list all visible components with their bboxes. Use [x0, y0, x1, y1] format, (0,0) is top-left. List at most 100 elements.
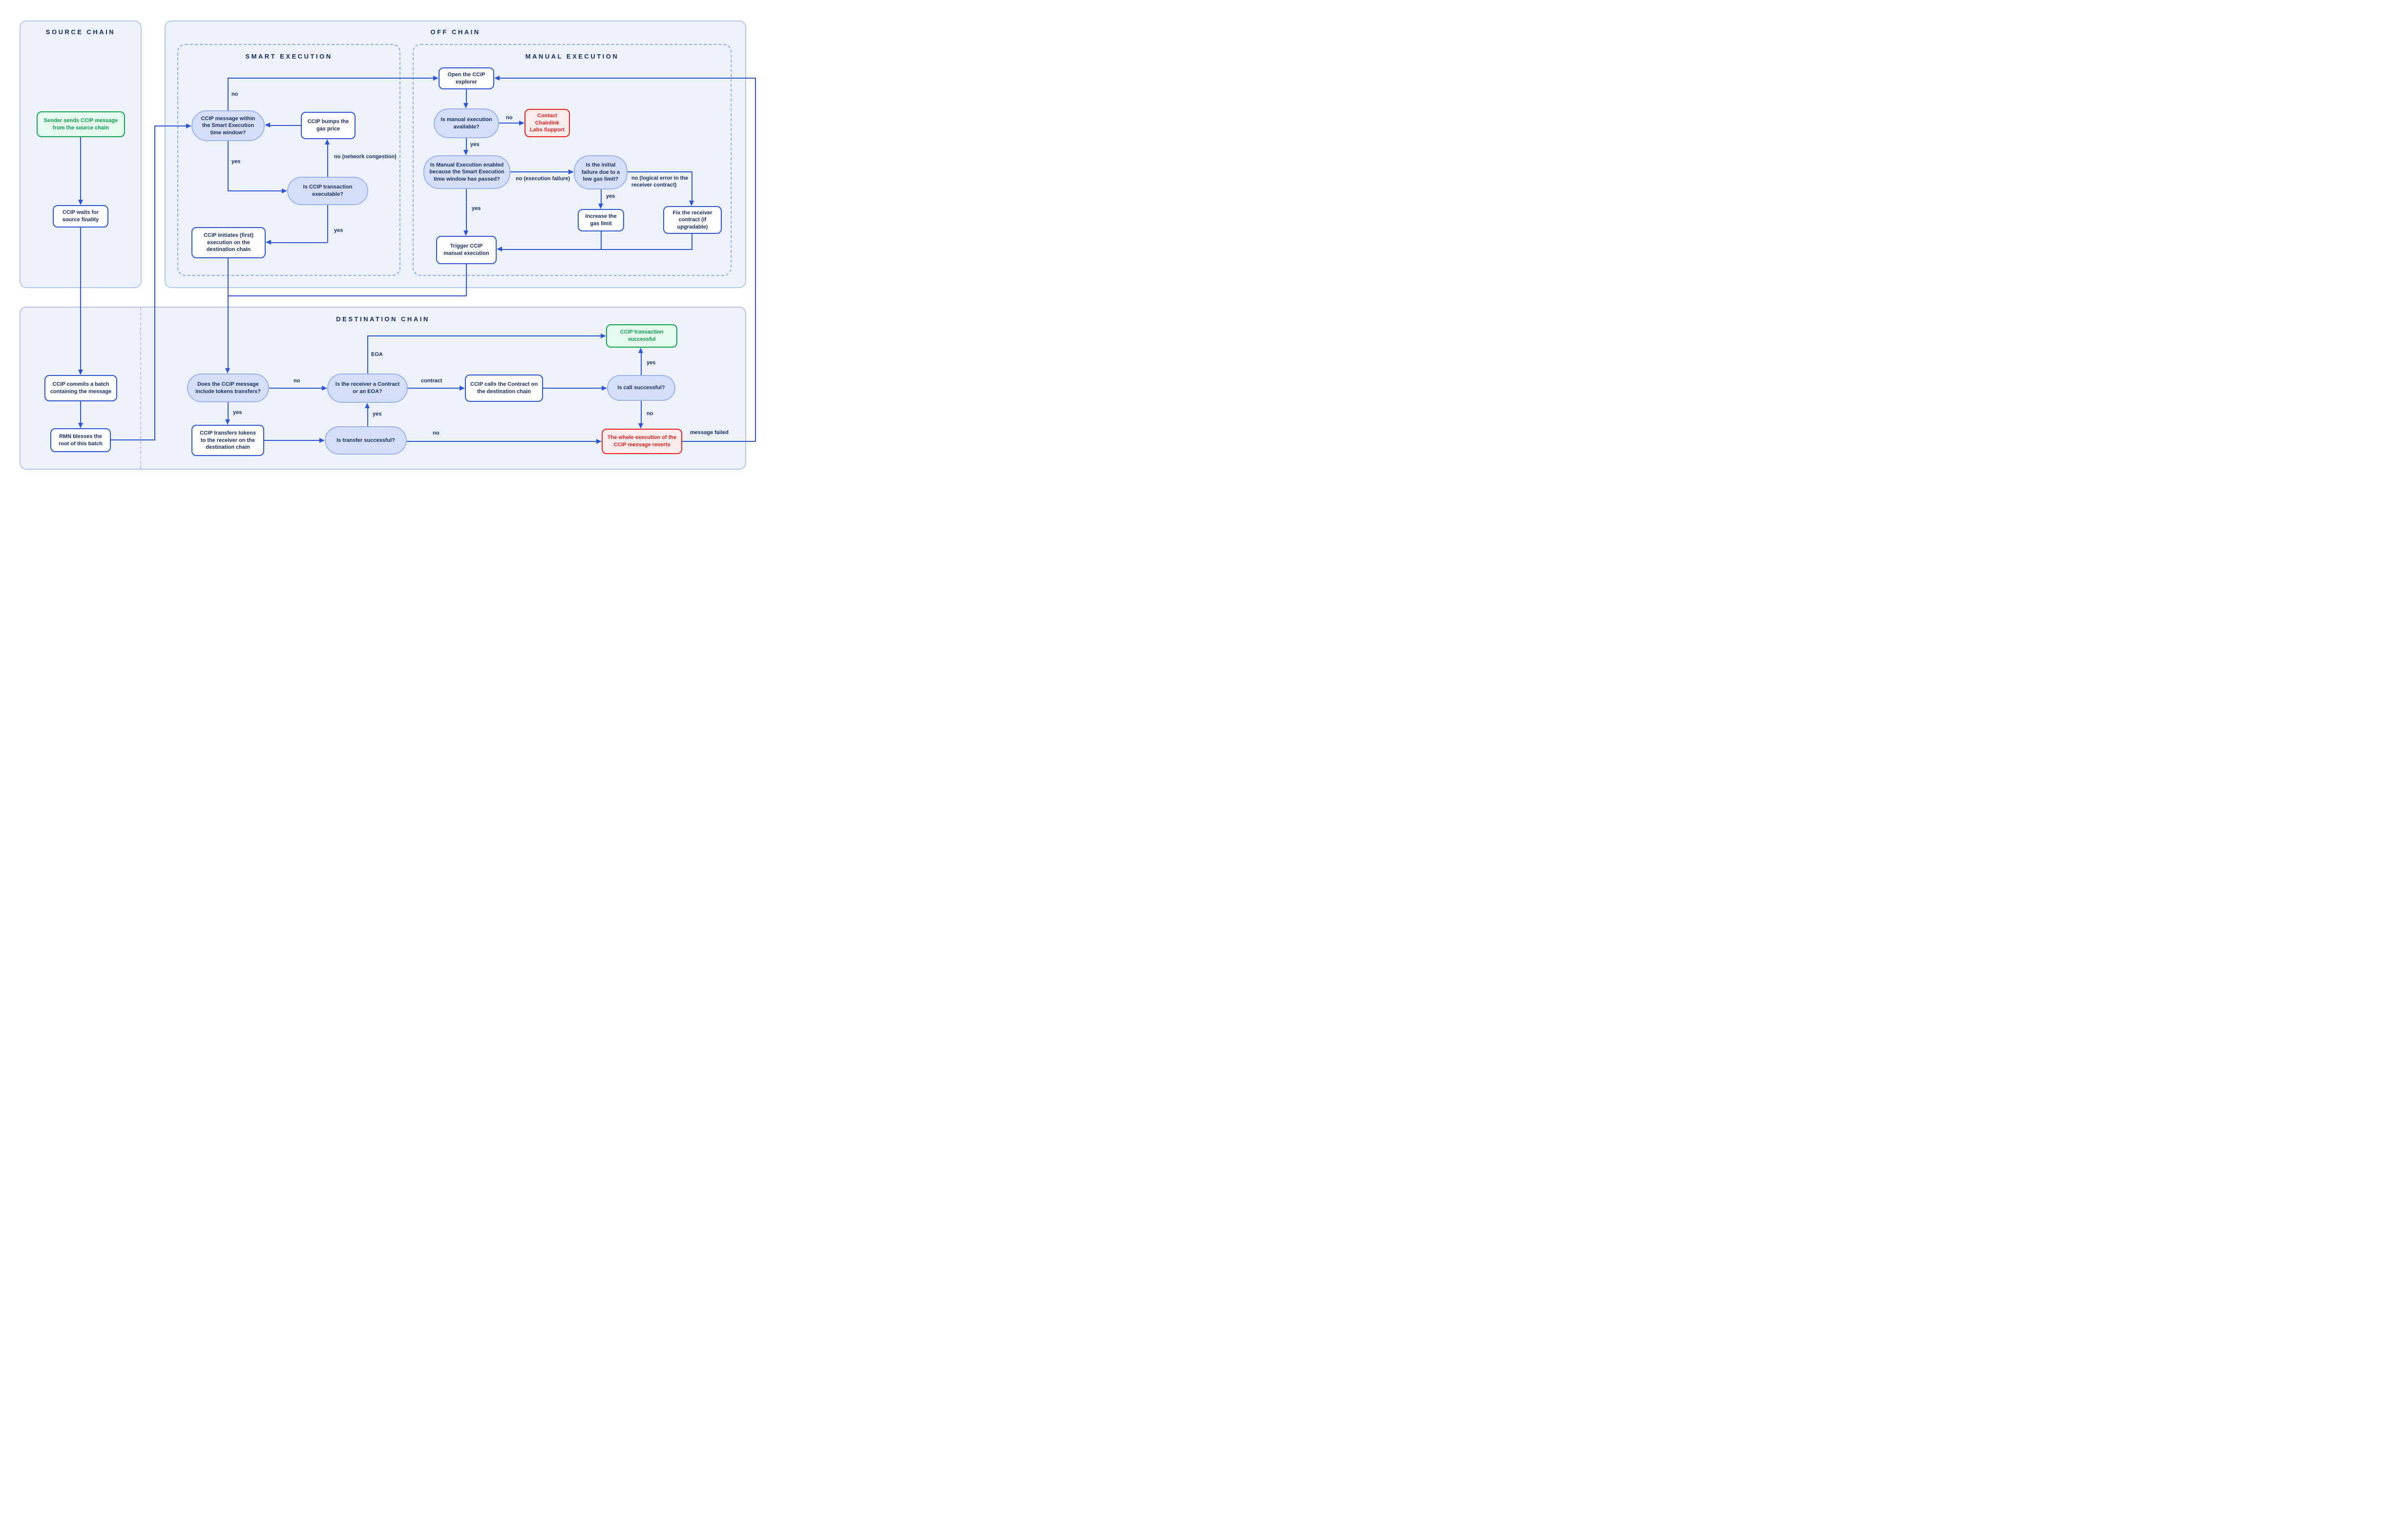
- arrowhead: [319, 438, 325, 443]
- edge-label-available-no: no: [506, 115, 513, 121]
- connector-line: [367, 408, 368, 426]
- connector-line: [154, 125, 186, 126]
- smart-execution-title: SMART EXECUTION: [245, 53, 333, 60]
- connector-line: [327, 205, 328, 243]
- node-trigger-manual-execution: Trigger CCIP manual execution: [436, 236, 497, 264]
- off-chain-title: OFF CHAIN: [430, 28, 481, 36]
- node-rmn-blesses-root: RMN blesses the root of this batch: [50, 428, 111, 452]
- decision-transfer-successful: Is transfer successful?: [325, 426, 407, 455]
- destination-panel-divider: [140, 308, 141, 469]
- node-ccip-bumps-gas-price: CCIP bumps the gas price: [301, 112, 356, 139]
- ccip-execution-flow-diagram: SOURCE CHAIN OFF CHAIN SMART EXECUTION M…: [0, 0, 766, 493]
- arrowhead: [78, 200, 83, 205]
- edge-label-tokens-no: no: [294, 378, 300, 384]
- connector-line: [228, 295, 466, 296]
- decision-low-gas-limit: Is the initial failure due to a low gas …: [574, 155, 628, 189]
- connector-line: [264, 440, 319, 441]
- edge-label-window-yes: yes: [231, 159, 241, 165]
- edge-label-transfer-yes: yes: [373, 411, 382, 417]
- connector-line: [466, 264, 467, 296]
- connector-line: [80, 137, 81, 200]
- node-open-ccip-explorer: Open the CCIP explorer: [439, 67, 494, 89]
- edge-label-execution-failure: no (execution failure): [516, 176, 570, 182]
- node-fix-receiver-contract: Fix the receiver contract (if upgradable…: [663, 206, 722, 234]
- arrowhead: [78, 370, 83, 375]
- arrowhead: [186, 124, 191, 128]
- edge-label-executable-yes: yes: [334, 228, 343, 233]
- arrowhead: [282, 188, 287, 193]
- arrowhead: [433, 76, 439, 81]
- node-sender-sends-message: Sender sends CCIP message from the sourc…: [37, 111, 125, 137]
- connector-line: [543, 388, 602, 389]
- node-execution-reverts: The whole execution of the CCIP message …: [602, 429, 682, 454]
- connector-line: [228, 78, 433, 79]
- arrowhead: [463, 230, 468, 236]
- arrowhead: [78, 423, 83, 428]
- edge-label-available-yes: yes: [470, 142, 480, 147]
- connector-line: [228, 402, 229, 419]
- connector-line: [601, 231, 602, 250]
- connector-line: [154, 125, 155, 440]
- connector-line: [499, 123, 519, 124]
- connector-line: [228, 190, 282, 191]
- connector-line: [111, 439, 155, 440]
- decision-transaction-executable: Is CCIP transaction executable?: [287, 177, 368, 205]
- arrowhead: [596, 439, 602, 444]
- arrowhead: [689, 201, 694, 206]
- decision-receiver-contract-or-eoa: Is the receiver a Contract or an EOA?: [327, 374, 408, 403]
- edge-label-enabled-yes: yes: [472, 206, 481, 211]
- arrowhead: [266, 240, 271, 245]
- connector-line: [228, 258, 229, 368]
- node-ccip-calls-contract: CCIP calls the Contract on the destinati…: [465, 375, 543, 402]
- arrowhead: [460, 386, 465, 391]
- connector-line: [270, 125, 301, 126]
- connector-line: [601, 189, 602, 204]
- arrowhead: [601, 333, 606, 338]
- decision-manual-execution-available: Is manual execution available?: [434, 108, 499, 138]
- connector-line: [367, 336, 368, 374]
- edge-label-eoa: EOA: [371, 352, 383, 357]
- connector-line: [466, 138, 467, 150]
- connector-line: [367, 335, 601, 336]
- arrowhead: [322, 386, 327, 391]
- connector-line: [408, 388, 460, 389]
- connector-line: [269, 388, 322, 389]
- edge-label-logical-error: no (logical error in the receiver contra…: [631, 175, 689, 188]
- arrowhead: [602, 386, 607, 391]
- connector-line: [510, 171, 568, 172]
- arrowhead: [225, 419, 230, 425]
- connector-line: [502, 249, 692, 250]
- arrowhead: [325, 139, 330, 145]
- connector-line: [271, 242, 327, 243]
- arrowhead: [365, 403, 370, 408]
- edge-label-call-yes: yes: [647, 360, 656, 366]
- source-chain-title: SOURCE CHAIN: [45, 28, 116, 36]
- manual-execution-subpanel: [413, 44, 732, 276]
- connector-line: [466, 189, 467, 230]
- edge-label-contract: contract: [421, 378, 442, 384]
- decision-call-successful: Is call successful?: [607, 375, 675, 401]
- arrowhead: [598, 204, 603, 209]
- edge-label-transfer-no: no: [433, 430, 440, 436]
- connector-line: [466, 89, 467, 103]
- connector-line: [682, 441, 756, 442]
- arrowhead: [638, 348, 643, 353]
- connector-line: [228, 78, 229, 110]
- edge-label-message-failed: message failed: [690, 430, 729, 436]
- connector-line: [80, 401, 81, 423]
- node-ccip-commits-batch: CCIP commits a batch containing the mess…: [44, 375, 117, 401]
- edge-label-window-no: no: [231, 91, 238, 97]
- decision-smart-execution-window: CCIP message within the Smart Execution …: [191, 110, 265, 141]
- connector-line: [327, 145, 328, 177]
- arrowhead: [494, 76, 500, 81]
- connector-line: [500, 78, 755, 79]
- connector-line: [628, 171, 692, 172]
- arrowhead: [463, 103, 468, 108]
- node-increase-gas-limit: Increase the gas limit: [578, 209, 624, 231]
- arrowhead: [265, 123, 270, 127]
- node-ccip-waits-finality: CCIP waits for source finality: [53, 205, 108, 228]
- arrowhead: [519, 121, 524, 125]
- smart-execution-subpanel: [177, 44, 400, 276]
- node-contact-chainlink-labs: Contact Chainlink Labs Support: [524, 109, 570, 137]
- arrowhead: [568, 169, 574, 174]
